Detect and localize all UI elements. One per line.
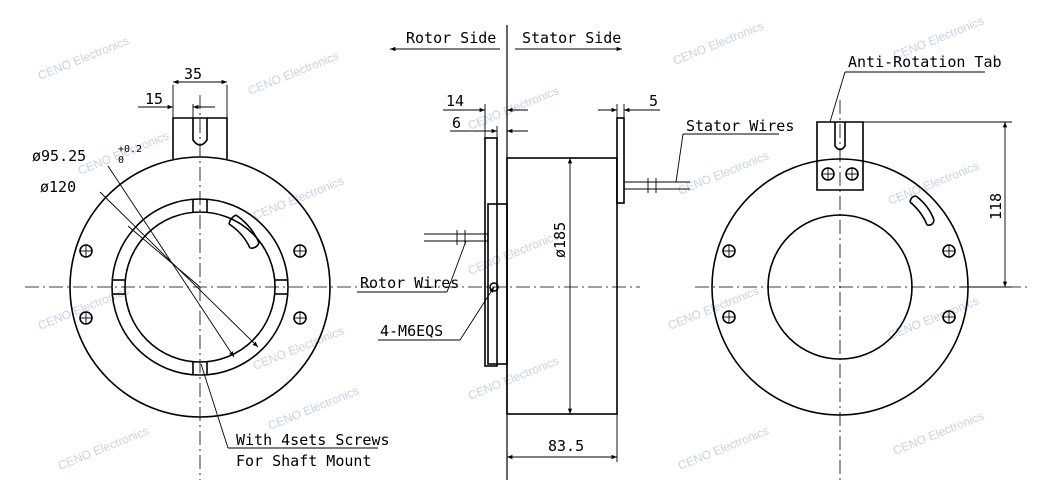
rotor-side-label: Rotor Side <box>406 29 496 47</box>
mounting-hole <box>293 311 307 325</box>
mounting-hole <box>722 244 736 258</box>
stator-side-view: Anti-Rotation Tab 118 <box>695 53 1030 480</box>
watermark-group: CENO Electronics CENO Electronics CENO E… <box>36 14 986 473</box>
dim-bore-tol-minus: 0 <box>118 155 124 166</box>
side-view: Rotor Side Stator Side <box>357 25 794 480</box>
tab-screw <box>821 167 835 181</box>
dim-flange-14: 14 <box>446 92 464 110</box>
watermark: CENO Electronics <box>251 324 346 373</box>
dim-tab-height: 118 <box>987 193 1005 220</box>
stator-side-label: Stator Side <box>522 29 621 47</box>
watermark: CENO Electronics <box>466 229 561 278</box>
mounting-hole <box>79 244 93 258</box>
mounting-hole <box>722 310 736 324</box>
watermark: CENO Electronics <box>466 354 561 403</box>
dim-outer-bore: ø120 <box>40 178 76 196</box>
mounting-hole <box>942 310 956 324</box>
watermark: CENO Electronics <box>891 409 986 458</box>
rotor-wires-label: Rotor Wires <box>360 274 459 292</box>
dim-flange-6: 6 <box>452 114 461 132</box>
mounting-hole <box>293 244 307 258</box>
screws-note-line1: With 4sets Screws <box>236 431 390 449</box>
dim-bore-diameter: ø95.25 <box>32 147 86 165</box>
watermark: CENO Electronics <box>36 34 131 83</box>
tab-screw <box>845 167 859 181</box>
dim-tab-thickness: 5 <box>649 92 658 110</box>
mounting-hole <box>79 311 93 325</box>
rotor-side-view: 35 15 ø95.25 +0.2 0 ø120 With 4sets Scre… <box>25 65 390 480</box>
watermark: CENO Electronics <box>676 424 771 473</box>
watermark: CENO Electronics <box>251 174 346 223</box>
dim-tab-offset: 15 <box>145 90 163 108</box>
mounting-hole <box>942 244 956 258</box>
dim-tab-width: 35 <box>184 65 202 83</box>
watermark: CENO Electronics <box>246 49 341 98</box>
dim-body-diameter: ø185 <box>551 222 569 258</box>
screws-note-line2: For Shaft Mount <box>236 452 371 470</box>
watermark: CENO Electronics <box>266 384 361 433</box>
watermark: CENO Electronics <box>466 84 561 133</box>
watermark: CENO Electronics <box>671 19 766 68</box>
stator-wires-label: Stator Wires <box>686 117 794 135</box>
anti-rotation-tab-label: Anti-Rotation Tab <box>848 53 1002 71</box>
mount-holes-label: 4-M6EQS <box>380 322 443 340</box>
dim-body-length: 83.5 <box>548 437 584 455</box>
watermark: CENO Electronics <box>56 424 151 473</box>
dim-bore-tol-plus: +0.2 <box>118 144 142 155</box>
watermark: CENO Electronics <box>36 284 131 333</box>
